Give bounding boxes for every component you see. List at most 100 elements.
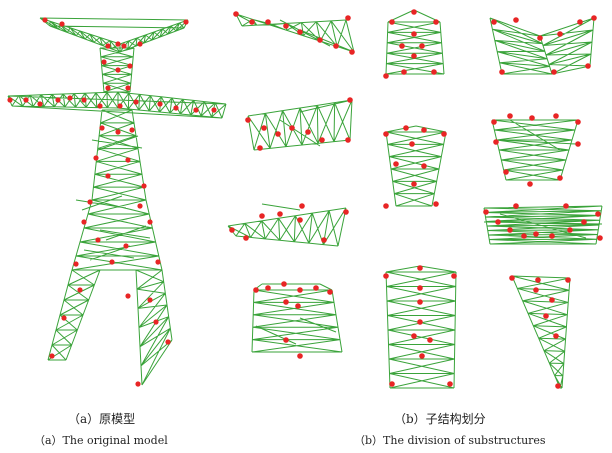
sub-ring-lower-lines bbox=[483, 205, 603, 245]
node bbox=[575, 141, 581, 147]
caption-b-english: （b）The division of substructures bbox=[354, 434, 546, 447]
node bbox=[115, 129, 121, 135]
node bbox=[417, 319, 423, 325]
node bbox=[67, 95, 73, 101]
node bbox=[265, 285, 271, 291]
node bbox=[257, 145, 263, 151]
node bbox=[557, 175, 563, 181]
sub-arm-top bbox=[233, 11, 355, 55]
caption-a-english: （a）The original model bbox=[34, 434, 168, 447]
node bbox=[137, 41, 143, 47]
node bbox=[229, 227, 235, 233]
node bbox=[389, 19, 395, 25]
node bbox=[597, 235, 603, 241]
node bbox=[411, 9, 417, 15]
sub-body-upper-nodes bbox=[383, 125, 447, 209]
sub-arm-mid bbox=[245, 97, 353, 151]
node bbox=[509, 275, 515, 281]
node bbox=[127, 63, 133, 69]
node bbox=[403, 125, 409, 131]
node bbox=[565, 277, 571, 283]
node bbox=[283, 299, 289, 305]
node bbox=[417, 285, 423, 291]
sub-leg bbox=[509, 275, 571, 389]
sub-ring-lower bbox=[483, 203, 603, 245]
node bbox=[419, 43, 425, 49]
node bbox=[49, 353, 55, 359]
node bbox=[147, 297, 153, 303]
node bbox=[125, 293, 131, 299]
node bbox=[275, 131, 281, 137]
sub-ring-upper-lines bbox=[491, 119, 579, 181]
node bbox=[507, 113, 513, 119]
node bbox=[543, 313, 549, 319]
sub-arm-low bbox=[227, 203, 349, 247]
sub-tri-top-lines-members bbox=[489, 17, 595, 75]
node bbox=[451, 273, 457, 279]
node bbox=[447, 381, 453, 387]
node bbox=[577, 19, 583, 25]
node bbox=[393, 161, 399, 167]
sub-arm-mid-lines bbox=[247, 99, 353, 151]
node bbox=[243, 235, 249, 241]
node bbox=[141, 183, 147, 189]
node bbox=[117, 103, 123, 109]
node bbox=[555, 383, 561, 389]
node bbox=[345, 15, 351, 21]
node bbox=[441, 131, 447, 137]
node bbox=[295, 303, 301, 309]
sub-tower-top-nodes bbox=[253, 281, 333, 359]
original-tower-model bbox=[7, 17, 227, 387]
caption-a-chinese: （a）原模型 bbox=[68, 412, 136, 426]
sub-arm-low-lines bbox=[227, 203, 347, 247]
sub-arm-top-lines-members bbox=[235, 13, 355, 53]
node bbox=[549, 233, 555, 239]
node bbox=[409, 141, 415, 147]
sub-body-lower-lines-members bbox=[385, 265, 457, 389]
node bbox=[265, 19, 271, 25]
node bbox=[513, 17, 519, 23]
substructures-group bbox=[227, 9, 603, 389]
node bbox=[109, 259, 115, 265]
node bbox=[433, 201, 439, 207]
node bbox=[289, 125, 295, 131]
node bbox=[297, 217, 303, 223]
sub-ring-upper bbox=[491, 113, 581, 187]
node bbox=[313, 285, 319, 291]
node bbox=[389, 381, 395, 387]
node bbox=[585, 63, 591, 69]
node bbox=[42, 17, 48, 23]
node bbox=[533, 231, 539, 237]
node bbox=[261, 125, 267, 131]
node bbox=[529, 115, 535, 121]
node bbox=[165, 339, 171, 345]
node bbox=[503, 169, 509, 175]
node bbox=[427, 337, 433, 343]
sub-leg-nodes bbox=[509, 275, 571, 389]
sub-neck-top-lines bbox=[385, 9, 445, 75]
node bbox=[297, 29, 303, 35]
node bbox=[575, 119, 581, 125]
node bbox=[245, 117, 251, 123]
node bbox=[249, 19, 255, 25]
node bbox=[419, 353, 425, 359]
sub-arm-mid-nodes bbox=[245, 97, 353, 151]
node bbox=[399, 43, 405, 49]
sub-tri-top-lines bbox=[489, 17, 595, 75]
node bbox=[37, 101, 43, 107]
node bbox=[343, 209, 349, 215]
node bbox=[147, 219, 153, 225]
node bbox=[347, 97, 353, 103]
node bbox=[193, 107, 199, 113]
node bbox=[549, 297, 555, 303]
sub-arm-mid-lines-members bbox=[247, 99, 353, 151]
sub-arm-top-lines bbox=[235, 13, 355, 53]
node bbox=[61, 315, 67, 321]
node bbox=[483, 209, 489, 215]
node bbox=[299, 203, 305, 209]
node bbox=[283, 23, 289, 29]
node bbox=[401, 69, 407, 75]
tower-members-members bbox=[7, 17, 227, 386]
node bbox=[77, 287, 83, 293]
node bbox=[333, 43, 339, 49]
